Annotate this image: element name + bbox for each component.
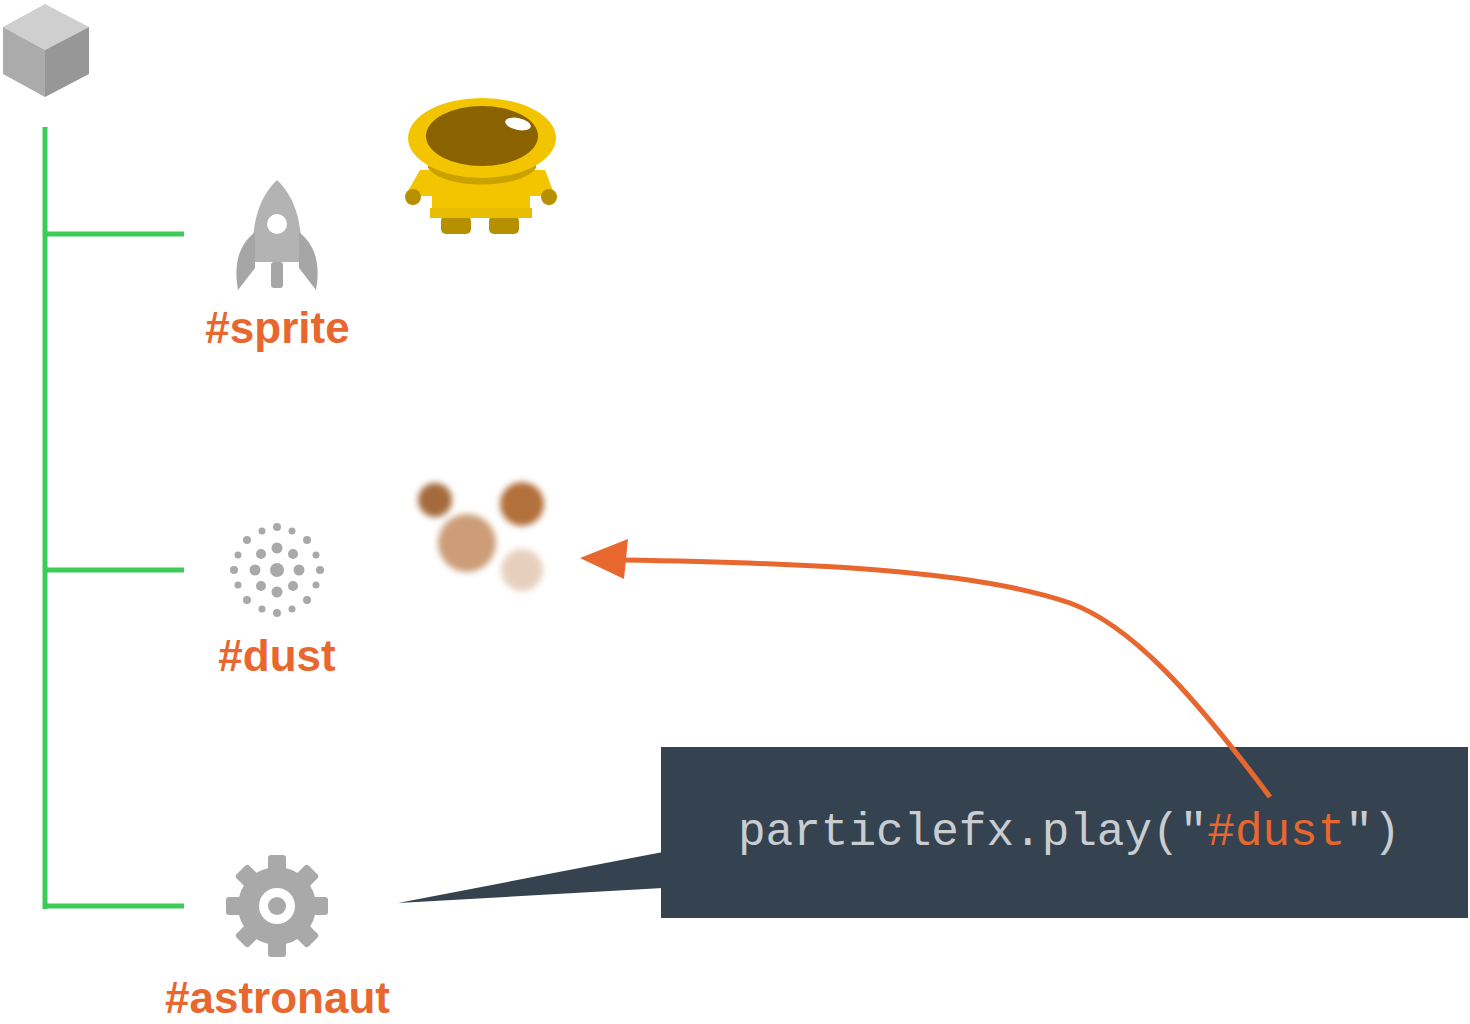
callout-tail-shape — [398, 852, 663, 903]
component-particlefx: #dust — [214, 522, 340, 678]
callout-tail — [398, 852, 663, 903]
component-script: #astronaut — [161, 855, 394, 1020]
play-arrow — [580, 539, 1270, 797]
component-id-label: #sprite — [201, 306, 354, 350]
component-sprite: #sprite — [201, 180, 354, 350]
astronaut-figure — [405, 98, 557, 234]
game-object-cube — [3, 4, 89, 97]
script-gear-icon — [226, 855, 328, 957]
hierarchy-tree — [45, 127, 184, 909]
particlefx-icon — [230, 523, 324, 617]
dust-particles — [418, 482, 544, 591]
component-id-label: #astronaut — [161, 976, 394, 1020]
code-callout: particlefx.play("#dust") — [661, 747, 1468, 918]
component-id-label: #dust — [214, 634, 340, 678]
code-line: particlefx.play("#dust") — [738, 806, 1401, 860]
sprite-icon — [236, 180, 317, 290]
